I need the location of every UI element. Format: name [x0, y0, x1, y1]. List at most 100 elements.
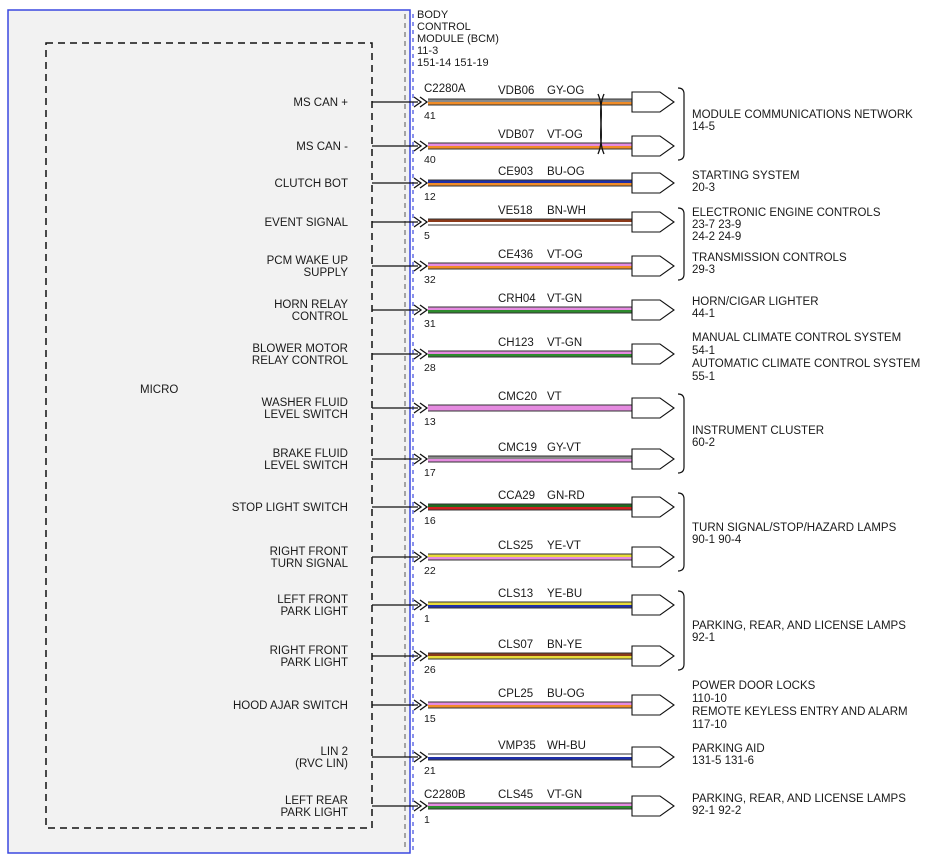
pin-number-label: 21 [424, 765, 436, 777]
circuit-id-label: VDB06 [498, 85, 534, 97]
destination-line: 20-3 [692, 182, 715, 194]
pin-number-label: 31 [424, 318, 436, 330]
destination-line: 14-5 [692, 121, 715, 133]
circuit-id-label: CLS25 [498, 540, 533, 552]
destination-line: 92-1 92-2 [692, 805, 741, 817]
wire-color-code-label: BN-WH [547, 205, 586, 217]
destination-line: 23-7 23-9 [692, 219, 741, 231]
wire-color-stripe [428, 554, 632, 557]
wire-color-stripe [428, 705, 632, 708]
destination-line: PARKING, REAR, AND LICENSE LAMPS [692, 793, 906, 805]
group-bracket [677, 590, 685, 671]
signal-label: STOP LIGHT SWITCH [232, 502, 348, 514]
wire-color-code-label: VT-GN [547, 789, 582, 801]
destination-line: 131-5 131-6 [692, 755, 754, 767]
pin-number-label: 40 [424, 154, 436, 166]
wire-color-code-label: BU-OG [547, 688, 585, 700]
pin-arrow-icon [419, 348, 429, 360]
wire-color-code-label: VT-GN [547, 293, 582, 305]
destination-line: AUTOMATIC CLIMATE CONTROL SYSTEM [692, 358, 920, 370]
group-bracket [677, 87, 685, 161]
bcm-title: BODY CONTROL MODULE (BCM) 11-3 151-14 15… [417, 9, 502, 69]
bcm-title-line: CONTROL [417, 21, 471, 33]
signal-label: CONTROL [292, 311, 349, 323]
pin-number-label: 17 [424, 467, 436, 479]
bcm-title-line: 151-14 151-19 [417, 57, 489, 69]
signal-label: PARK LIGHT [280, 807, 348, 819]
bcm-title-line: BODY [417, 9, 449, 21]
connector-arrow-icon [631, 546, 675, 568]
signal-label: RIGHT FRONT [270, 645, 348, 657]
connector-arrow-icon [631, 211, 675, 233]
wire-color-stripe [428, 803, 632, 806]
bcm-title-line: 11-3 [417, 45, 438, 57]
circuit-id-label: VE518 [498, 205, 533, 217]
pin-arrow-icon [413, 348, 423, 360]
pin-arrow-icon [413, 501, 423, 513]
connector-arrow-icon [631, 694, 675, 716]
signal-label: WASHER FLUID [262, 397, 348, 409]
wire-color-stripe [428, 456, 632, 459]
destination-line: ELECTRONIC ENGINE CONTROLS [692, 207, 881, 219]
destination-line: HORN/CIGAR LIGHTER [692, 296, 819, 308]
group-bracket [677, 393, 685, 474]
wire-color-stripe [428, 102, 632, 105]
pin-number-label: 32 [424, 274, 436, 286]
destination-line: 44-1 [692, 308, 715, 320]
wire-color-code-label: BN-YE [547, 639, 582, 651]
wire-color-stripe [428, 351, 632, 354]
destination-line: 55-1 [692, 371, 715, 383]
pin-arrow-icon [419, 140, 429, 152]
signal-label: PARK LIGHT [280, 657, 348, 669]
signal-label: HORN RELAY [274, 299, 348, 311]
destination-line: 92-1 [692, 632, 715, 644]
circuit-id-label: VMP35 [498, 740, 536, 752]
pin-arrow-icon [419, 177, 429, 189]
pin-arrow-icon [413, 260, 423, 272]
signal-label: PCM WAKE UP [267, 255, 349, 267]
wire-color-stripe [428, 263, 632, 266]
pin-arrow-icon [413, 800, 423, 812]
wire-color-stripe [428, 143, 632, 146]
wire-color-stripe [428, 146, 632, 149]
pin-arrow-icon [413, 177, 423, 189]
pin-arrow-icon [419, 751, 429, 763]
circuit-id-label: CLS13 [498, 588, 533, 600]
wire-color-stripe [428, 702, 632, 705]
destination-line: TRANSMISSION CONTROLS [692, 252, 847, 264]
wire-color-stripe [428, 180, 632, 183]
pin-arrow-icon [413, 599, 423, 611]
signal-label: LIN 2 [321, 746, 349, 758]
circuit-id-label: CRH04 [498, 293, 536, 305]
signal-label: SUPPLY [303, 267, 348, 279]
circuit-id-label: CLS07 [498, 639, 533, 651]
wire-color-code-label: BU-OG [547, 166, 585, 178]
wire-color-stripe [428, 507, 632, 510]
pin-number-label: 5 [424, 230, 430, 242]
wire-color-stripe [428, 557, 632, 560]
signal-label: (RVC LIN) [295, 758, 348, 770]
pin-number-label: 15 [424, 713, 436, 725]
pin-arrow-icon [419, 453, 429, 465]
destination-line: 90-1 90-4 [692, 534, 742, 546]
connector-arrow-icon [631, 135, 675, 157]
connector-c2280a-label: C2280A [424, 83, 466, 95]
pin-number-label: 1 [424, 613, 430, 625]
circuit-id-label: CE903 [498, 166, 533, 178]
connector-arrow-icon [631, 172, 675, 194]
pin-number-label: 12 [424, 191, 436, 203]
signal-label: TURN SIGNAL [271, 558, 349, 570]
connector-arrow-icon [631, 448, 675, 470]
destination-line: 117-10 [692, 719, 727, 731]
signal-label: LEFT FRONT [277, 594, 348, 606]
wire-color-stripe [428, 354, 632, 357]
circuit-id-label: CH123 [498, 337, 534, 349]
